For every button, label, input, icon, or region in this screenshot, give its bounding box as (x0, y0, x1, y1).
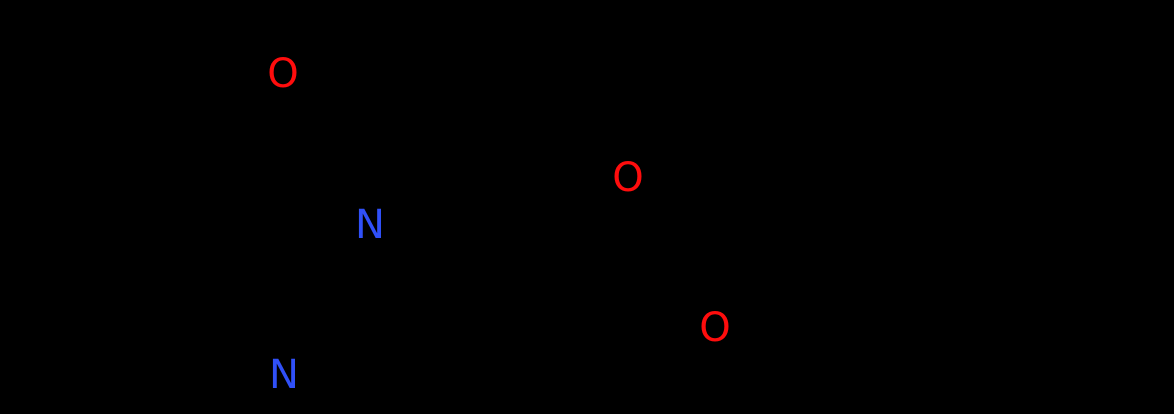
nitrogen-atom-label: N (355, 202, 385, 248)
oxygen-atom-label: O (699, 305, 731, 351)
nitrogen-atom-label: N (269, 352, 299, 398)
oxygen-atom-label: O (267, 51, 299, 97)
oxygen-atom-label: O (612, 155, 644, 201)
